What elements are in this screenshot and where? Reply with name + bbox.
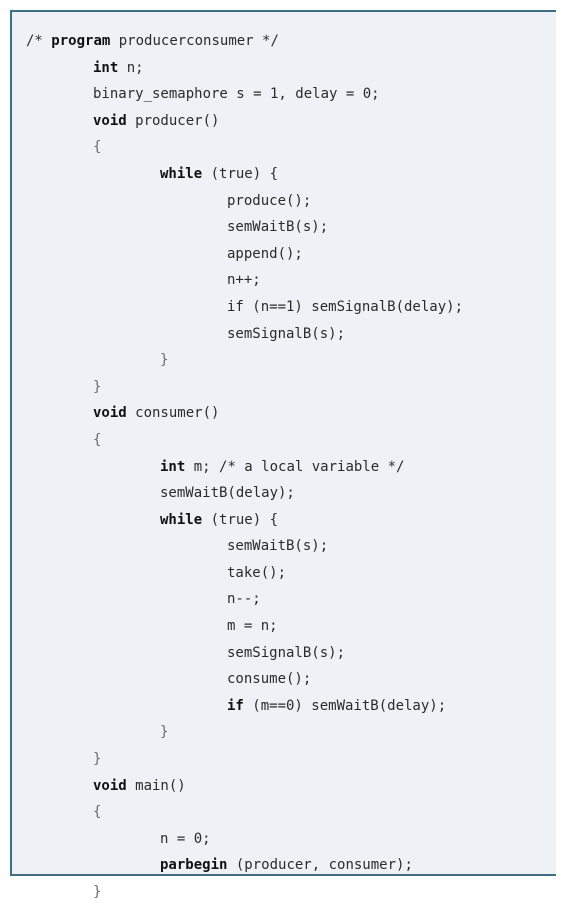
code-keyword: void [93, 777, 127, 794]
code-text: if (n==1) semSignalB(delay); [227, 298, 464, 315]
code-text: n; [118, 59, 144, 76]
code-line: n = 0; [26, 826, 463, 853]
code-line: m = n; [26, 613, 463, 640]
code-text: /* [26, 33, 52, 49]
code-text: n++; [227, 272, 261, 289]
code-text: semWaitB(s); [227, 219, 329, 236]
code-brace: } [160, 724, 169, 741]
code-line: void consumer() [26, 400, 463, 427]
code-listing-frame: /* program producerconsumer */int n;bina… [10, 10, 556, 900]
code-line: consume(); [26, 666, 463, 693]
code-text: producerconsumer */ [110, 33, 279, 49]
code-line: { [26, 134, 463, 161]
code-line: while (true) { [26, 161, 463, 188]
code-text: take(); [227, 564, 287, 581]
code-line: while (true) { [26, 507, 463, 534]
code-keyword: if [227, 697, 244, 714]
code-keyword: int [160, 458, 186, 475]
code-brace: } [160, 352, 169, 369]
code-line: } [26, 347, 463, 374]
code-line: } [26, 879, 463, 906]
code-brace: } [93, 884, 102, 900]
code-line: if (m==0) semWaitB(delay); [26, 693, 463, 720]
code-text: (m==0) semWaitB(delay); [243, 697, 447, 714]
code-line: produce(); [26, 188, 463, 215]
code-text: (producer, consumer); [227, 857, 413, 874]
code-line: int n; [26, 55, 463, 82]
code-brace: } [93, 378, 102, 395]
code-line: take(); [26, 560, 463, 587]
code-text: consume(); [227, 671, 312, 688]
code-line: semWaitB(delay); [26, 480, 463, 507]
code-text: (true) { [202, 511, 279, 528]
code-line: binary_semaphore s = 1, delay = 0; [26, 81, 463, 108]
code-text: append(); [227, 245, 303, 262]
code-keyword: program [51, 33, 111, 49]
code-text: (true) { [202, 165, 279, 182]
code-brace: { [93, 139, 102, 156]
code-line: } [26, 746, 463, 773]
code-line: void producer() [26, 108, 463, 135]
code-keyword: int [93, 59, 119, 76]
code-keyword: void [93, 405, 127, 422]
code-line: { [26, 799, 463, 826]
code-text: consumer() [126, 405, 220, 422]
code-line: } [26, 719, 463, 746]
code-line: void main() [26, 773, 463, 800]
code-line: n++; [26, 267, 463, 294]
code-keyword: parbegin [160, 857, 228, 874]
code-line: semSignalB(s); [26, 640, 463, 667]
code-keyword: while [160, 165, 203, 182]
code-line: semSignalB(s); [26, 321, 463, 348]
code-text: n--; [227, 591, 261, 608]
code-line: parbegin (producer, consumer); [26, 852, 463, 879]
code-line: } [26, 374, 463, 401]
code-text: produce(); [227, 192, 312, 209]
code-text: semSignalB(s); [227, 325, 346, 342]
code-brace: { [93, 804, 102, 821]
code-keyword: void [93, 112, 127, 129]
code-line: int m; /* a local variable */ [26, 454, 463, 481]
code-line: { [26, 427, 463, 454]
code-brace: { [93, 431, 102, 448]
code-text: semWaitB(delay); [160, 485, 295, 502]
code-text: semWaitB(s); [227, 538, 329, 555]
code-text: n = 0; [160, 830, 211, 847]
code-text: semSignalB(s); [227, 644, 346, 661]
code-text: binary_semaphore s = 1, delay = 0; [93, 86, 380, 103]
code-line: append(); [26, 241, 463, 268]
code-line: semWaitB(s); [26, 533, 463, 560]
code-line: /* program producerconsumer */ [26, 28, 463, 55]
code-text: main() [126, 777, 186, 794]
code-brace: } [93, 751, 102, 768]
code-line: n--; [26, 586, 463, 613]
code-line: semWaitB(s); [26, 214, 463, 241]
code-text: m = n; [227, 618, 278, 635]
code-text: producer() [126, 112, 220, 129]
code-text: m; /* a local variable */ [185, 458, 405, 475]
code-line: if (n==1) semSignalB(delay); [26, 294, 463, 321]
code-listing: /* program producerconsumer */int n;bina… [26, 28, 463, 906]
code-keyword: while [160, 511, 203, 528]
